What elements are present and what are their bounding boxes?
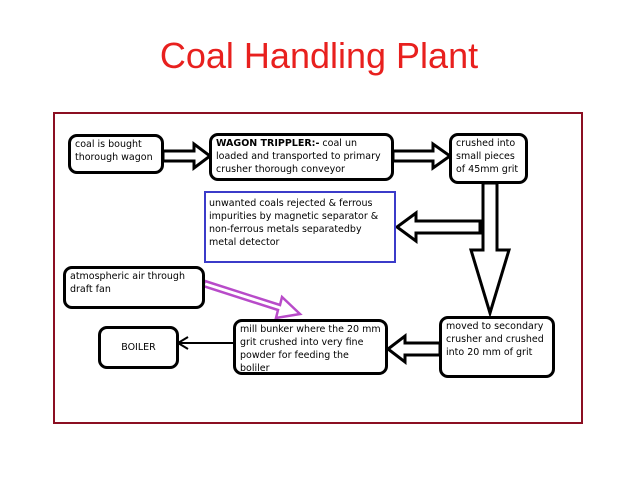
air-box: atmospheric air through draft fan [63, 266, 205, 309]
arrow-to-secondary-crusher [468, 181, 512, 319]
arrow-to-mill-bunker [385, 332, 442, 366]
secondary-crusher-text: moved to secondary crusher and crushed i… [446, 321, 544, 358]
air-text: atmospheric air through draft fan [70, 271, 185, 295]
diagram-frame [53, 112, 583, 424]
slide-title: Coal Handling Plant [159, 35, 479, 76]
wagon-tripler-text: coal un loaded and transported to primar… [216, 138, 381, 175]
wagon-tripler-box: WAGON TRIPPLER:- coal un loaded and tran… [209, 133, 394, 181]
boiler-text: BOILER [121, 342, 156, 353]
coal-bought-box: coal is bought thorough wagon [68, 134, 164, 174]
secondary-crusher-box: moved to secondary crusher and crushed i… [439, 316, 555, 378]
arrow-to-crusher [391, 141, 453, 171]
coal-bought-text: coal is bought thorough wagon [75, 139, 153, 163]
rejection-text: unwanted coals rejected & ferrous impuri… [209, 198, 379, 248]
arrow-to-wagon-tripler [161, 141, 213, 171]
boiler-box: BOILER [98, 326, 179, 369]
arrow-air-to-mill [201, 279, 303, 320]
wagon-tripler-heading: WAGON TRIPPLER:- [216, 138, 320, 149]
arrow-to-rejection [394, 210, 482, 244]
crushed-box: crushed into small pieces of 45mm grit [449, 133, 528, 184]
rejection-box: unwanted coals rejected & ferrous impuri… [204, 191, 396, 263]
crushed-text: crushed into small pieces of 45mm grit [456, 138, 519, 175]
mill-bunker-text: mill bunker where the 20 mm grit crushed… [240, 324, 381, 374]
mill-bunker-box: mill bunker where the 20 mm grit crushed… [233, 319, 388, 375]
